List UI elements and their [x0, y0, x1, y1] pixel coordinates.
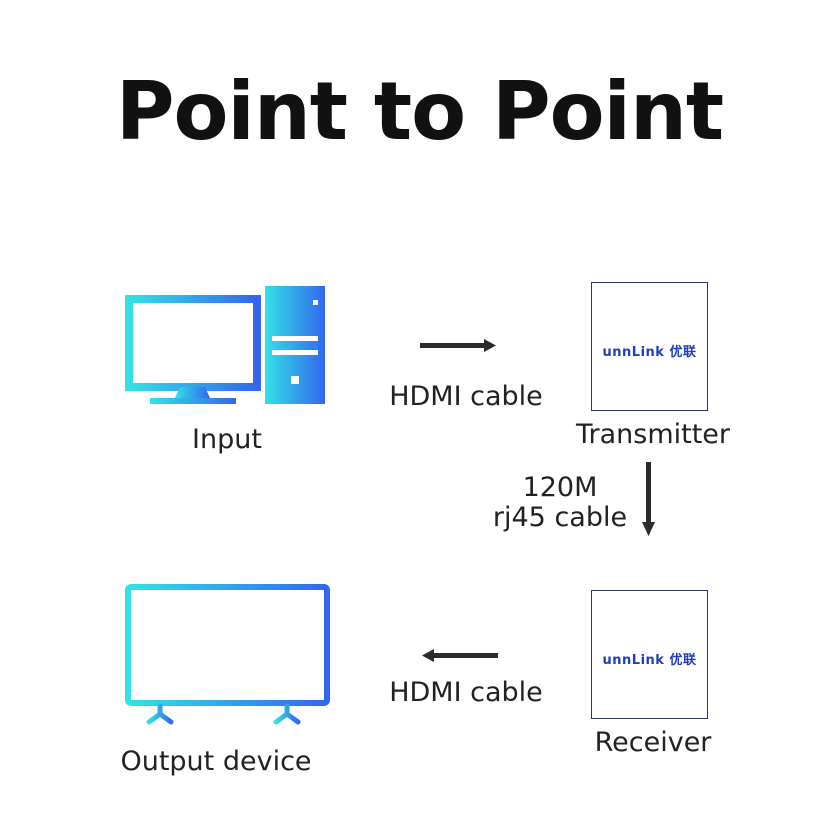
hdmi-cable-label-top: HDMI cable	[389, 381, 543, 412]
transmitter-label: Transmitter	[575, 419, 731, 450]
page-title: Point to Point	[115, 65, 724, 158]
monitor-icon	[125, 295, 261, 404]
receiver-box: unnLink 优联	[591, 590, 708, 719]
transmitter-box: unnLink 优联	[591, 282, 708, 411]
brand-logo: unnLink 优联	[602, 345, 697, 360]
arrow-right-icon	[420, 339, 496, 352]
tower-icon	[265, 286, 325, 404]
tv-icon	[125, 584, 330, 725]
computer-icon	[125, 286, 325, 404]
output-device-label: Output device	[120, 746, 312, 777]
rj45-label-line1: 120M	[522, 472, 598, 503]
input-label: Input	[192, 424, 262, 455]
arrow-down-icon	[642, 462, 655, 536]
receiver-label: Receiver	[594, 727, 712, 758]
hdmi-cable-label-bottom: HDMI cable	[389, 677, 543, 708]
rj45-label-line2: rj45 cable	[492, 502, 628, 533]
arrow-left-icon	[422, 649, 498, 662]
brand-logo: unnLink 优联	[602, 653, 697, 668]
